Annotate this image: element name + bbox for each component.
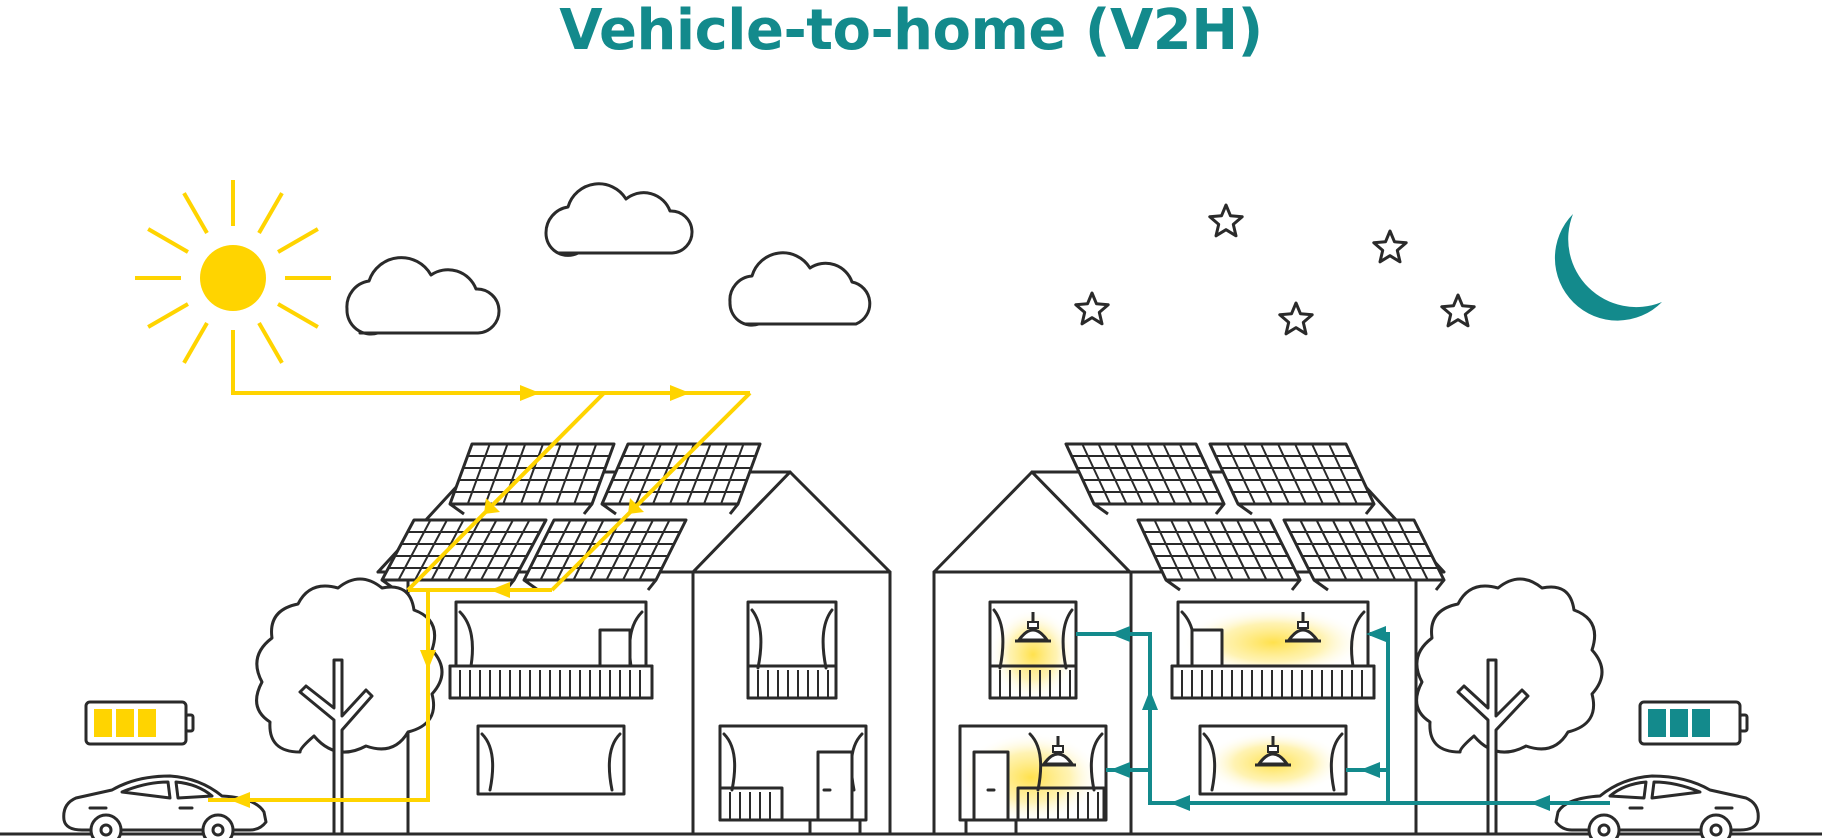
flow-arrow-icon [670, 385, 690, 401]
battery-icon-right [1640, 702, 1747, 744]
flow-arrow-icon [520, 385, 540, 401]
car-icon-left [64, 776, 266, 838]
battery-icon-left [86, 702, 193, 744]
moon-icon [1555, 214, 1662, 321]
flow-arrow-icon [1530, 795, 1550, 811]
cloud-icon-right [730, 253, 870, 325]
car-icon-right [1556, 776, 1758, 838]
star-icon [1280, 303, 1312, 334]
cloud-icon-middle [546, 184, 692, 256]
star-icon [1442, 295, 1474, 326]
tree-icon-right [1417, 579, 1602, 834]
star-icon [1374, 231, 1406, 262]
star-icon [1210, 205, 1242, 236]
star-icon [1076, 293, 1108, 324]
cloud-icon-left [347, 258, 499, 334]
star-icons [1076, 205, 1474, 334]
